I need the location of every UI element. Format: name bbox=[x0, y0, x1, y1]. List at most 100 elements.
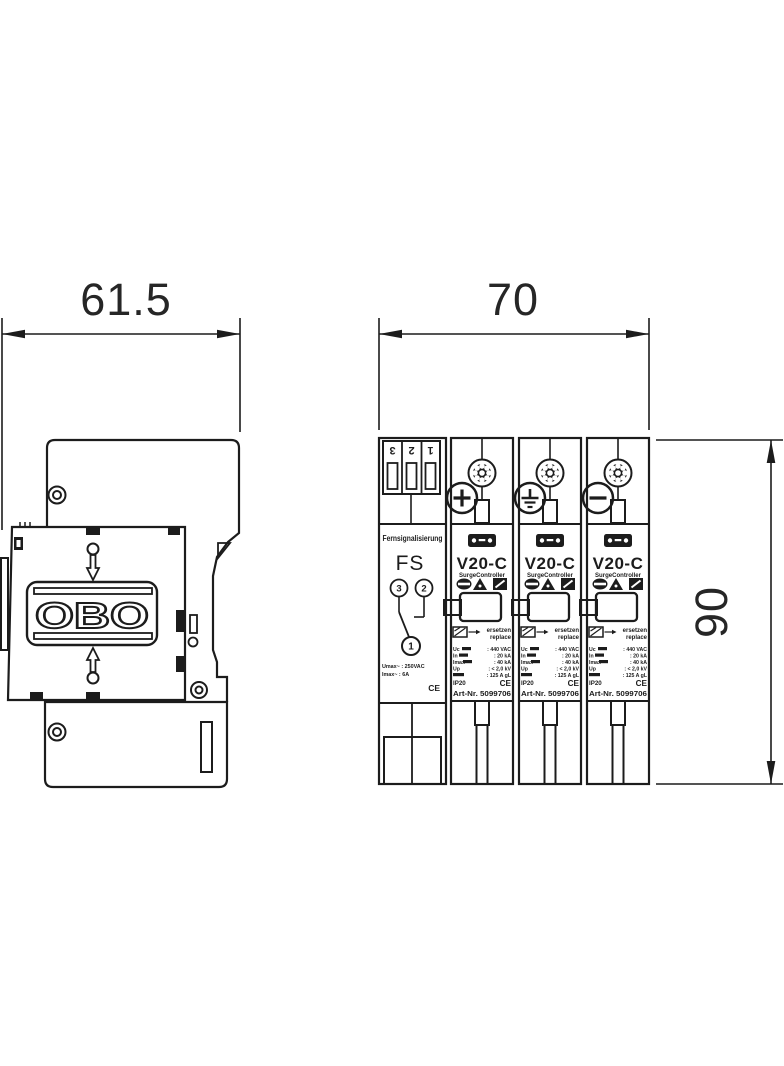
ip-rating: IP20 bbox=[453, 680, 466, 687]
cartridge-module bbox=[579, 591, 639, 623]
arrowhead-right-icon bbox=[626, 329, 649, 339]
replace-text-en: replace bbox=[626, 635, 648, 641]
replace-text-de: ersetzen bbox=[623, 628, 648, 634]
contact-1: 1 bbox=[408, 642, 414, 653]
dim-61-5-label: 61.5 bbox=[80, 274, 172, 325]
fs-abbreviation: FS bbox=[396, 552, 425, 575]
square-cert-icon bbox=[493, 578, 507, 590]
dimension-front-width: 70 bbox=[378, 274, 650, 430]
svg-text:Imax: Imax bbox=[453, 660, 465, 666]
obo-logo-text: OBO bbox=[35, 595, 149, 636]
svg-text:Up: Up bbox=[589, 667, 596, 673]
ip-rating: IP20 bbox=[521, 680, 534, 687]
terminal-digit: 1 bbox=[427, 444, 433, 456]
triangle-cert-icon bbox=[609, 578, 623, 590]
svg-text:Uc: Uc bbox=[589, 647, 596, 653]
arrowhead-down-icon bbox=[766, 761, 776, 784]
spec-table: Uc : 440 VAC In : 20 kA Imax : 40 kA Up … bbox=[453, 647, 512, 688]
svg-text:Imax: Imax bbox=[521, 660, 533, 666]
module-face-outline bbox=[6, 525, 187, 702]
arrowhead-left-icon bbox=[379, 329, 402, 339]
minus-icon bbox=[581, 481, 615, 515]
arrow-down-icon bbox=[85, 542, 101, 583]
replace-text-en: replace bbox=[490, 635, 512, 641]
latch-mark bbox=[30, 692, 43, 699]
module-subtitle: SurgeController bbox=[527, 572, 573, 579]
vde-oval-icon bbox=[456, 578, 472, 590]
fs-rating-current: Imax~ : 6A bbox=[382, 672, 409, 678]
vde-oval-icon bbox=[592, 578, 608, 590]
triangle-cert-icon bbox=[541, 578, 555, 590]
rail-clip bbox=[176, 610, 184, 632]
replace-text-en: replace bbox=[558, 635, 580, 641]
contact-3: 3 bbox=[396, 584, 401, 595]
screw-torx-icon bbox=[467, 458, 497, 488]
svg-text:: 40 kA: : 40 kA bbox=[562, 660, 579, 666]
plus-icon bbox=[445, 481, 479, 515]
ce-mark: CE bbox=[500, 679, 512, 688]
dim-90-label: 90 bbox=[686, 586, 737, 638]
svg-text:: 125 A gL: : 125 A gL bbox=[623, 673, 648, 679]
ce-mark: CE bbox=[568, 679, 580, 688]
module-subtitle: SurgeController bbox=[595, 572, 641, 579]
rail-foot bbox=[0, 557, 9, 651]
replace-icon bbox=[520, 626, 549, 638]
svg-text:: < 2,0 kV: : < 2,0 kV bbox=[556, 667, 579, 673]
svg-text:In: In bbox=[453, 654, 458, 660]
surge-modules-layer: V20-C SurgeController bbox=[443, 436, 651, 786]
article-number: Art-Nr. 5099706 bbox=[453, 689, 511, 698]
svg-text:: 20 kA: : 20 kA bbox=[630, 654, 647, 660]
module-subtitle: SurgeController bbox=[459, 572, 505, 579]
replace-text-de: ersetzen bbox=[555, 628, 580, 634]
square-cert-icon bbox=[561, 578, 575, 590]
svg-text:: 20 kA: : 20 kA bbox=[494, 654, 511, 660]
ip-rating: IP20 bbox=[589, 680, 602, 687]
module-model: V20-C bbox=[525, 554, 576, 573]
screw-torx-icon bbox=[603, 458, 633, 488]
svg-text:: 440 VAC: : 440 VAC bbox=[555, 647, 579, 653]
spec-table: Uc : 440 VAC In : 20 kA Imax : 40 kA Up … bbox=[521, 647, 580, 688]
terminal-block-123: 3 2 1 bbox=[382, 440, 441, 495]
earth-icon bbox=[513, 481, 547, 515]
bottom-notch bbox=[610, 700, 626, 726]
screw-hole-icon bbox=[47, 485, 67, 505]
din-claw-notch bbox=[217, 542, 232, 561]
dimension-side-width: 61.5 bbox=[1, 274, 241, 530]
rail-clip bbox=[176, 656, 184, 672]
fs-title: Fernsignalisierung bbox=[383, 534, 443, 543]
surge-module: V20-C SurgeController bbox=[579, 436, 651, 786]
svg-text:: 125 A gL: : 125 A gL bbox=[555, 673, 580, 679]
bottom-notch bbox=[542, 700, 558, 726]
rail-slot bbox=[189, 614, 198, 634]
arrow-up-icon bbox=[85, 645, 101, 685]
side-view: OBO bbox=[0, 438, 241, 789]
vde-oval-icon bbox=[524, 578, 540, 590]
front-view: 3 2 1 Fernsignalisierung FS 3 2 bbox=[377, 436, 651, 786]
cartridge-module bbox=[443, 591, 503, 623]
fs-rating-voltage: Umax~ : 250VAC bbox=[382, 664, 425, 670]
latch-mark bbox=[168, 528, 180, 535]
obo-logo: OBO bbox=[25, 580, 159, 647]
side-latch bbox=[14, 537, 23, 550]
svg-text:: 40 kA: : 40 kA bbox=[494, 660, 511, 666]
dimension-front-height: 90 bbox=[656, 439, 783, 785]
svg-text:Imax: Imax bbox=[589, 660, 601, 666]
module-model: V20-C bbox=[457, 554, 508, 573]
arrowhead-up-icon bbox=[766, 440, 776, 463]
square-cert-icon bbox=[629, 578, 643, 590]
article-number: Art-Nr. 5099706 bbox=[589, 689, 647, 698]
replace-icon bbox=[452, 626, 481, 638]
svg-text:Uc: Uc bbox=[521, 647, 528, 653]
module-model: V20-C bbox=[593, 554, 644, 573]
ce-mark: CE bbox=[636, 679, 648, 688]
bottom-notch bbox=[474, 700, 490, 726]
fs-module: 3 2 1 Fernsignalisierung FS 3 2 bbox=[377, 436, 448, 786]
housing-bottom-outline bbox=[43, 700, 229, 789]
svg-text:: 440 VAC: : 440 VAC bbox=[487, 647, 511, 653]
terminal-digit: 2 bbox=[408, 444, 414, 456]
svg-text:Up: Up bbox=[521, 667, 528, 673]
arrowhead-left-icon bbox=[2, 329, 25, 339]
screw-hole-icon bbox=[190, 681, 208, 699]
screw-hole-icon bbox=[47, 722, 67, 742]
